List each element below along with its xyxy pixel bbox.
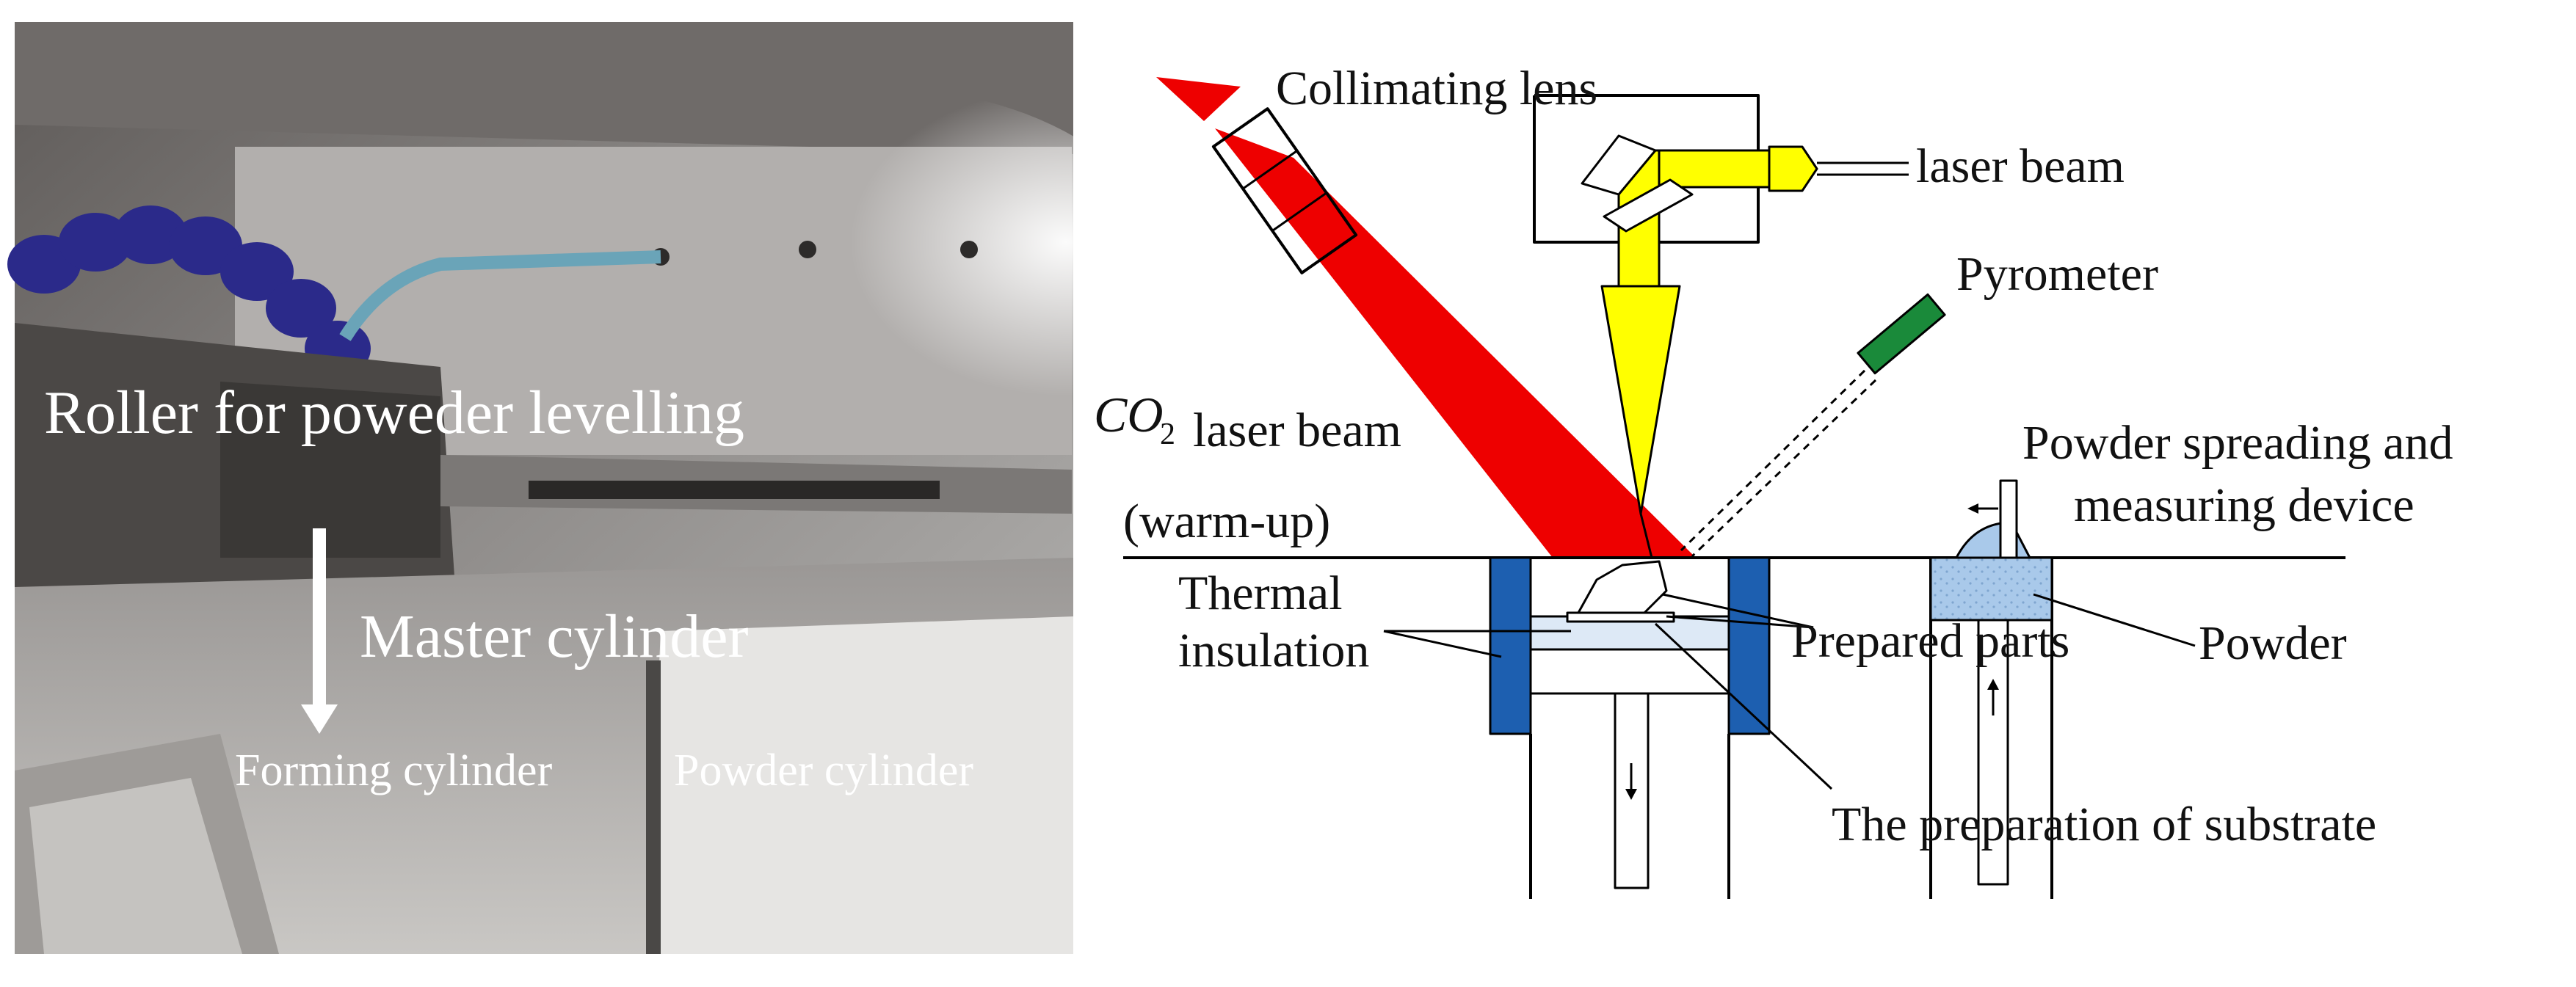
co2-laser-beam bbox=[1215, 128, 1696, 558]
collimating-lens bbox=[1211, 107, 1358, 274]
powder-spreader-heap bbox=[1955, 521, 2031, 559]
scan-mirror-bottom bbox=[1603, 178, 1694, 233]
pyrometer bbox=[1857, 293, 1946, 375]
spreading-device-label-2: measuring device bbox=[2074, 478, 2414, 532]
collimating-lens-label: Collimating lens bbox=[1276, 62, 1597, 115]
laser-beam-label: laser beam bbox=[1916, 139, 2125, 193]
co2-beam-label: laser beam bbox=[1193, 404, 1401, 457]
powder-reservoir bbox=[1929, 556, 2053, 622]
slm-schematic bbox=[1123, 77, 2345, 899]
build-platform bbox=[1529, 648, 1730, 695]
insulation-left bbox=[1489, 556, 1532, 735]
thermal-insulation-label-2: insulation bbox=[1178, 624, 1369, 677]
powder-spreader-blade bbox=[1999, 479, 2018, 559]
insulation-right bbox=[1727, 556, 1771, 735]
roller-label: Roller for poweder levelling bbox=[44, 379, 744, 447]
powder-piston-rod bbox=[1977, 619, 2009, 886]
prepared-part bbox=[1577, 560, 1668, 618]
prepared-parts-label: Prepared parts bbox=[1791, 614, 2069, 668]
co2-symbol: CO bbox=[1094, 387, 1163, 442]
forming-cylinder-label: Forming cylinder bbox=[235, 746, 553, 795]
substrate-label: The preparation of substrate bbox=[1832, 798, 2376, 851]
beam-expander bbox=[1768, 145, 1818, 192]
master-cylinder-label: Master cylinder bbox=[360, 602, 748, 671]
powder-cylinder-label: Powder cylinder bbox=[674, 746, 973, 795]
down-arrow bbox=[301, 528, 338, 734]
co2-subscript: 2 bbox=[1160, 418, 1175, 451]
scanner-frame bbox=[1533, 94, 1760, 244]
co2-laser-source bbox=[1156, 77, 1241, 121]
fiber-laser-cone bbox=[1600, 285, 1681, 515]
scan-mirror-top bbox=[1581, 134, 1657, 196]
spreading-device-label-1: Powder spreading and bbox=[2022, 416, 2453, 470]
substrate bbox=[1566, 611, 1675, 623]
warmup-label: (warm-up) bbox=[1123, 495, 1330, 548]
thermal-insulation-label-1: Thermal bbox=[1178, 567, 1343, 620]
powder-label: Powder bbox=[2199, 616, 2347, 670]
pyrometer-label: Pyrometer bbox=[1956, 247, 2158, 301]
machine-photo bbox=[7, 22, 1189, 954]
